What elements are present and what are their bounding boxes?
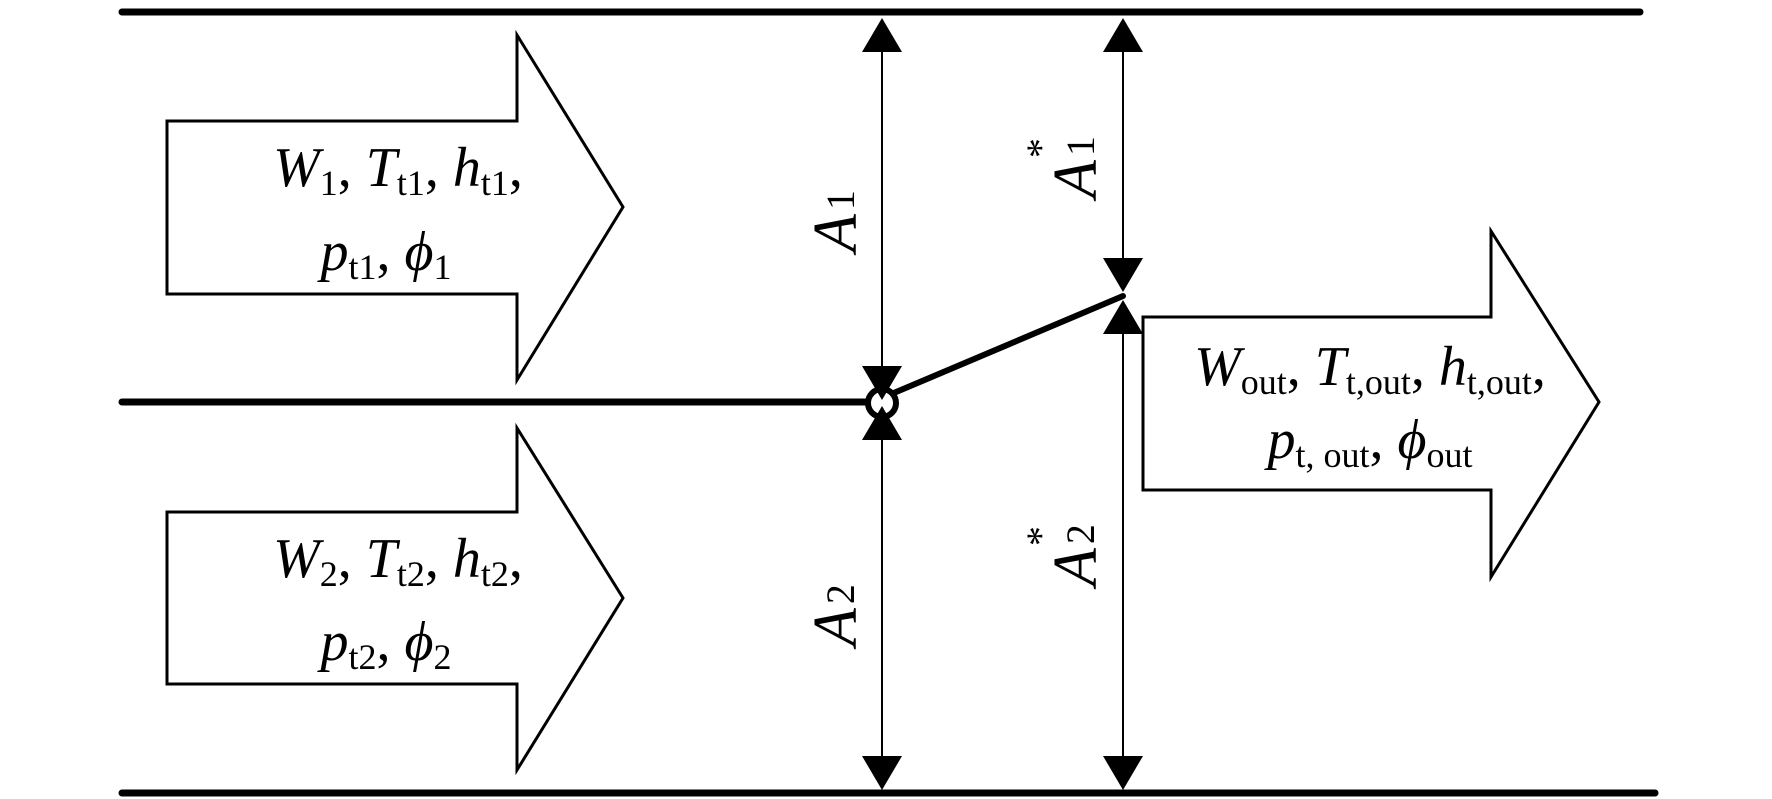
arrowhead-a1-star-bottom	[1103, 258, 1143, 292]
outlet-arrow	[1141, 225, 1601, 583]
inlet-1-label-line1: W1, Tt1, ht1,	[273, 137, 523, 203]
inlet-2-arrow	[165, 422, 625, 776]
dimension-label-a1-star: A1*	[1018, 136, 1110, 202]
outlet-label-line1: Wout, Tt,out, ht,out,	[1194, 336, 1546, 402]
dimension-label-a2-star: A2*	[1018, 524, 1110, 590]
inlet-1-arrow	[165, 29, 625, 386]
inlet-1-label-line2: pt1, ϕ1	[317, 221, 452, 287]
arrowhead-a2-bottom	[862, 756, 902, 790]
dimension-label-a1: A1	[802, 190, 870, 256]
dimension-label-a2: A2	[802, 584, 870, 650]
inlet-2-label-line2: pt2, ϕ2	[317, 611, 452, 677]
inlet-2-label-line1: W2, Tt2, ht2,	[273, 528, 523, 594]
arrowhead-a1-top	[862, 18, 902, 52]
arrowhead-a2-star-top	[1103, 300, 1143, 334]
arrowhead-a2-top	[862, 406, 902, 440]
arrowhead-a1-bottom	[862, 366, 902, 400]
mixer-flap	[879, 293, 1126, 401]
arrowhead-a1-star-top	[1103, 18, 1143, 52]
outlet-label-line2: pt, out, ϕout	[1263, 409, 1472, 475]
arrowhead-a2-star-bottom	[1103, 756, 1143, 790]
